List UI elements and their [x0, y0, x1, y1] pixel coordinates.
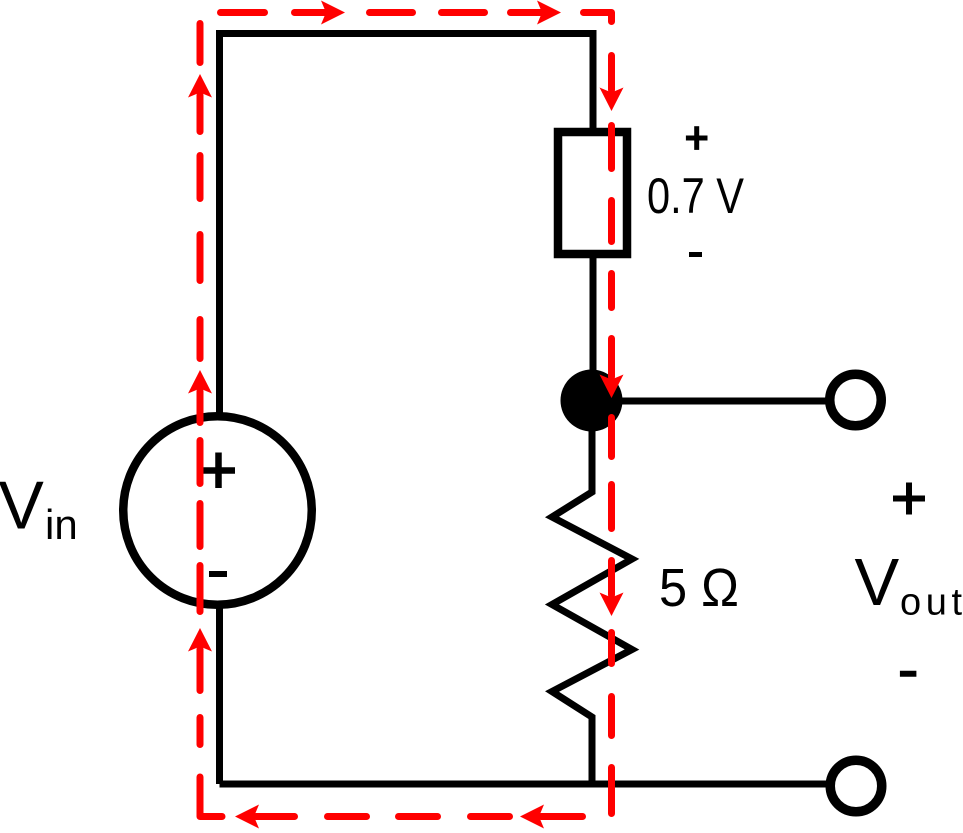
- svg-text:0.7 V: 0.7 V: [647, 168, 745, 224]
- svg-text:5 Ω: 5 Ω: [659, 558, 739, 618]
- svg-text:out: out: [900, 582, 962, 624]
- svg-text:V: V: [855, 545, 900, 620]
- svg-text:V: V: [0, 468, 45, 544]
- svg-text:in: in: [45, 501, 78, 548]
